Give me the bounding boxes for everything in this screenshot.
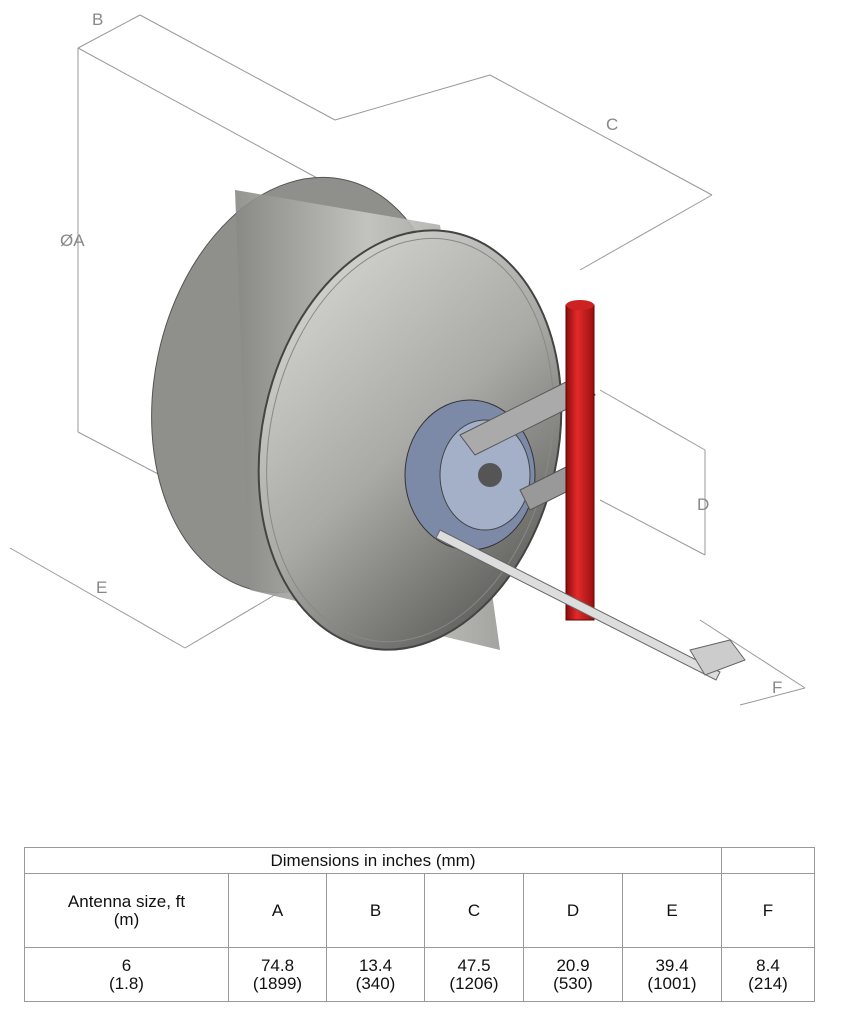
value-mm: (1206) [449,973,499,993]
cell-e: 39.4(1001) [622,947,722,1002]
header-c: C [424,873,524,948]
header-d: D [523,873,623,948]
value-in: 13.4 [358,955,393,975]
value-mm: (530) [553,973,593,993]
size-ft: 6 [121,955,132,975]
header-a: A [228,873,327,948]
value-mm: (1899) [252,973,303,993]
value-mm: (1001) [647,973,697,993]
cell-size: 6(1.8) [24,947,229,1002]
cell-b: 13.4(340) [326,947,425,1002]
label-e: E [96,578,107,597]
value-in: 20.9 [556,955,590,975]
value-mm: (340) [355,973,396,993]
label-f: F [772,678,782,697]
dimensions-table: Dimensions in inches (mm) Antenna size, … [24,847,815,1002]
label-c: C [606,115,618,134]
header-e: E [622,873,722,948]
header-b: B [326,873,425,948]
cell-a: 74.8(1899) [228,947,327,1002]
table-empty-cell [721,847,815,874]
size-m: (1.8) [109,973,144,993]
value-in: 74.8 [260,955,295,975]
value-in: 8.4 [756,955,780,975]
label-a: ØA [60,231,85,250]
cell-d: 20.9(530) [523,947,623,1002]
feed-support-arm [435,529,746,681]
antenna-dimension-drawing: ØA B C D E F [9,10,806,706]
table-row: 6(1.8) 74.8(1899) 13.4(340) 47.5(1206) 2… [24,947,815,1002]
header-antenna-size: Antenna size, ft (m) [24,873,229,948]
header-f: F [721,873,815,948]
label-d: D [697,495,709,514]
cell-c: 47.5(1206) [424,947,524,1002]
red-pole [565,300,595,621]
table-header-row: Antenna size, ft (m) A B C D E F [24,873,815,948]
table-title: Dimensions in inches (mm) [24,847,722,874]
antenna-dish [151,176,563,651]
dimension-labels: ØA B C D E F [60,10,782,697]
value-mm: (214) [748,973,788,993]
value-in: 47.5 [457,955,491,975]
cell-f: 8.4(214) [721,947,815,1002]
value-in: 39.4 [655,955,689,975]
label-b: B [92,10,103,29]
dimension-lines [9,14,806,706]
